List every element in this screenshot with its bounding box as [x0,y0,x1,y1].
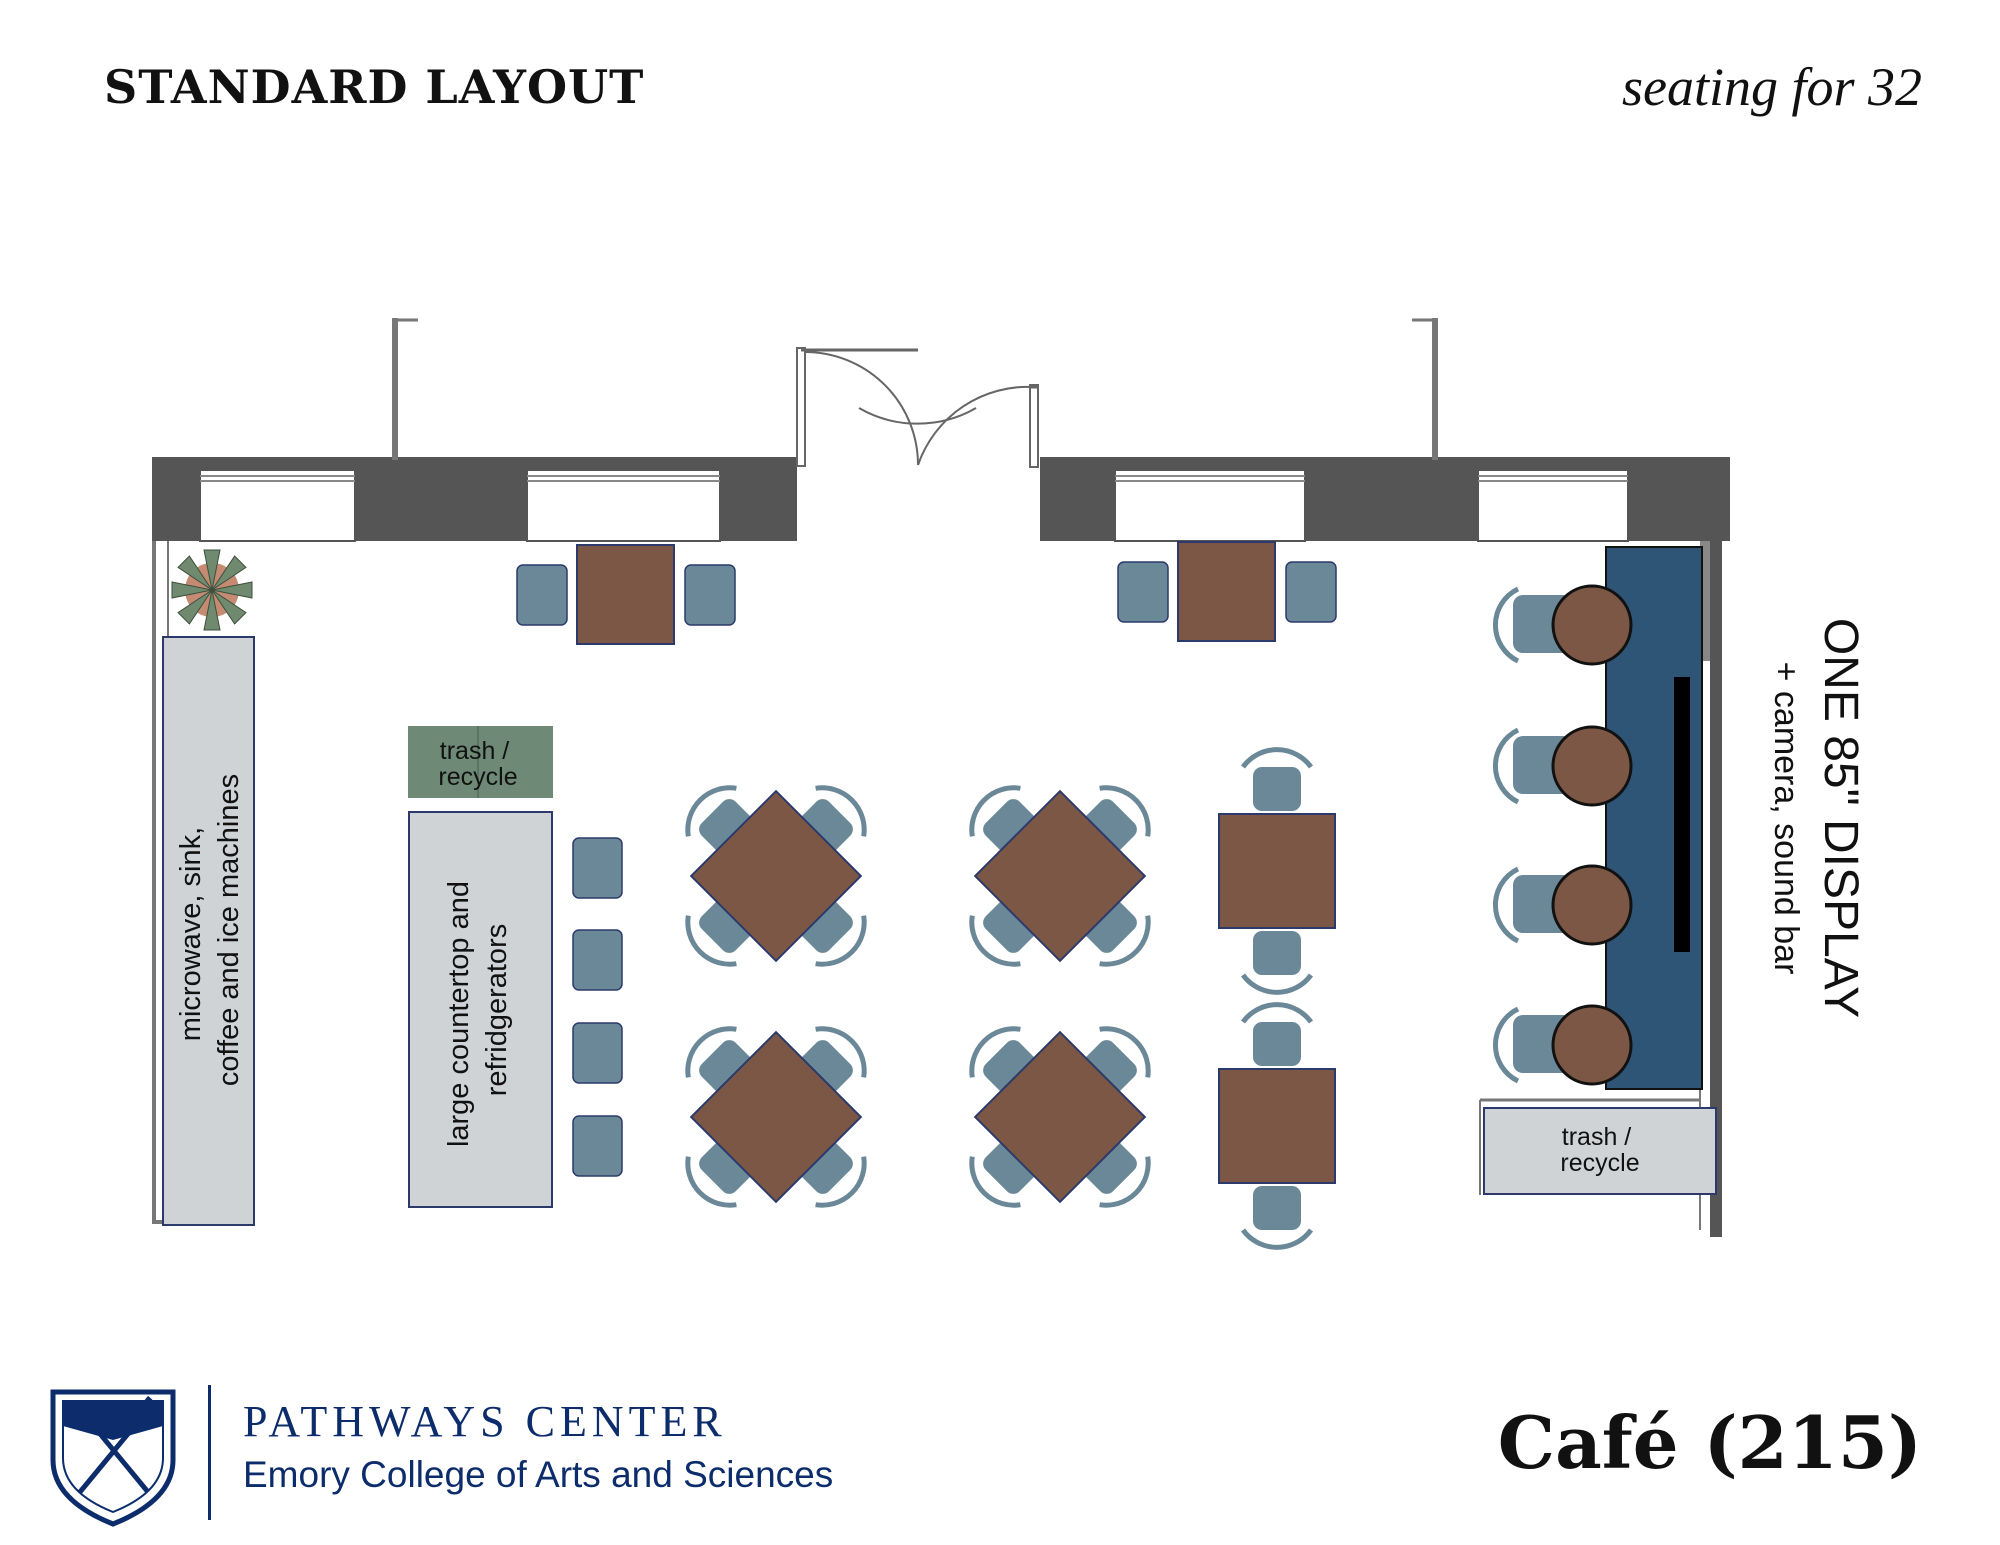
table-diamond-4 [960,1017,1160,1217]
kitchenette-counter: microwave, sink, coffee and ice machines [162,636,255,1226]
kitchenette-label: microwave, sink, coffee and ice machines [175,774,245,1086]
page-title: STANDARD LAYOUT [104,60,645,114]
table-top-right [1117,541,1337,642]
walls [152,318,1730,1237]
table-diamond-1 [676,776,876,976]
entrance-door [796,347,1039,468]
display-counter [1605,546,1703,1090]
org-subtitle: Emory College of Arts and Sciences [243,1454,834,1495]
display-screen [1674,677,1690,952]
table-diamond-3 [676,1017,876,1217]
emory-shield-logo [50,1389,176,1527]
svg-text:trash / recycle: trash / recycle [1560,1123,1639,1177]
counter-bar-seats [1493,584,1633,1086]
potted-plant-icon [171,549,253,631]
table-square-lower [1218,1005,1336,1248]
svg-text:ONE 85" DISPLAY: ONE 85" DISPLAY [1814,618,1867,1018]
svg-text:trash / recycle: trash / recycle [438,737,517,791]
trash-recycle-right: trash / recycle [1479,1098,1717,1195]
display-label: ONE 85" DISPLAY + camera, sound bar [1767,618,1867,1018]
logo-divider [208,1385,211,1520]
org-name: PATHWAYS CENTER [243,1397,727,1446]
svg-text:+ camera, sound bar: + camera, sound bar [1767,662,1805,975]
table-square-upper [1218,750,1336,993]
trash-recycle-left: trash / recycle [408,726,553,798]
seating-capacity: seating for 32 [1621,57,1922,117]
large-countertop: large countertop and refridgerators [408,811,553,1208]
counter-stools [572,837,623,1177]
countertop-label: large countertop and refridgerators [443,873,513,1147]
table-top-left [516,544,736,645]
table-diamond-2 [960,776,1160,976]
room-title: Café (215) [1497,1400,1922,1485]
